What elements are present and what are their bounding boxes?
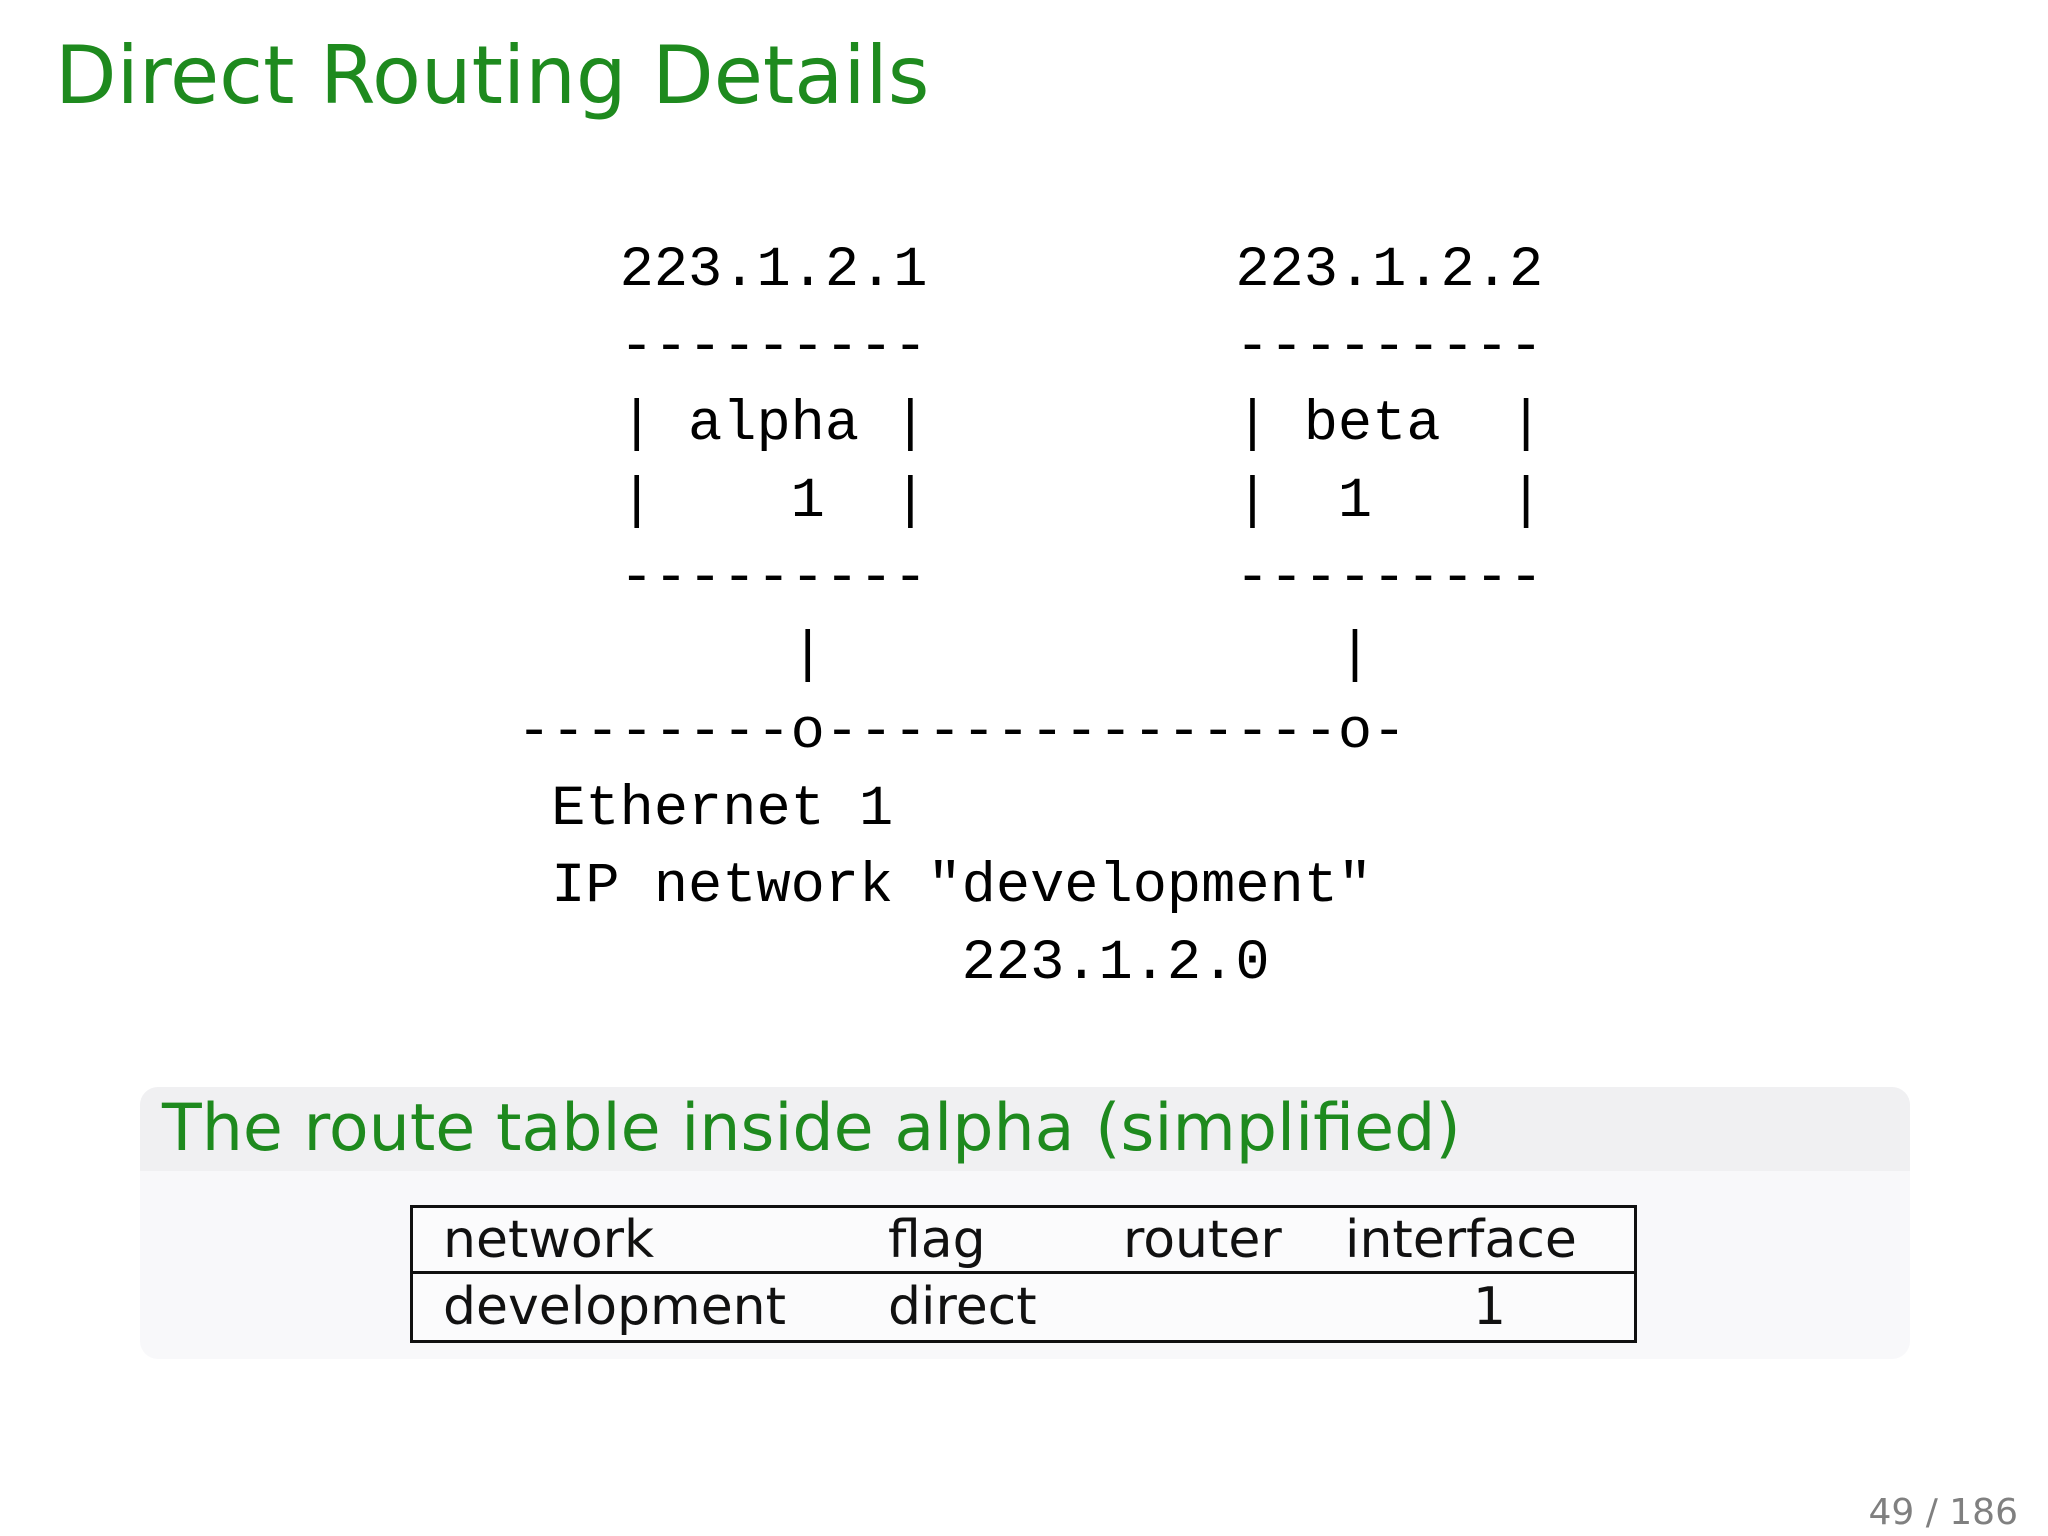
route-table-cell-network: development <box>443 1277 787 1337</box>
page-number: 49 / 186 <box>1868 1492 2018 1533</box>
page-title: Direct Routing Details <box>55 29 930 122</box>
network-ascii-diagram: 223.1.2.1 223.1.2.2 --------- --------- … <box>517 239 1544 996</box>
route-table-header-network: network <box>413 1208 888 1274</box>
route-table-header-router: router <box>1123 1208 1345 1274</box>
route-table-header-flag: flag <box>888 1208 1123 1274</box>
route-table-cell-interface: 1 <box>1472 1277 1507 1337</box>
route-table-block-heading: The route table inside alpha (simplified… <box>140 1087 1910 1171</box>
route-table-cell-router <box>1123 1274 1345 1340</box>
route-table: network flag router interface developmen… <box>410 1205 1637 1343</box>
route-table-cell-flag: direct <box>888 1277 1037 1337</box>
route-table-header-interface: interface <box>1345 1208 1634 1274</box>
